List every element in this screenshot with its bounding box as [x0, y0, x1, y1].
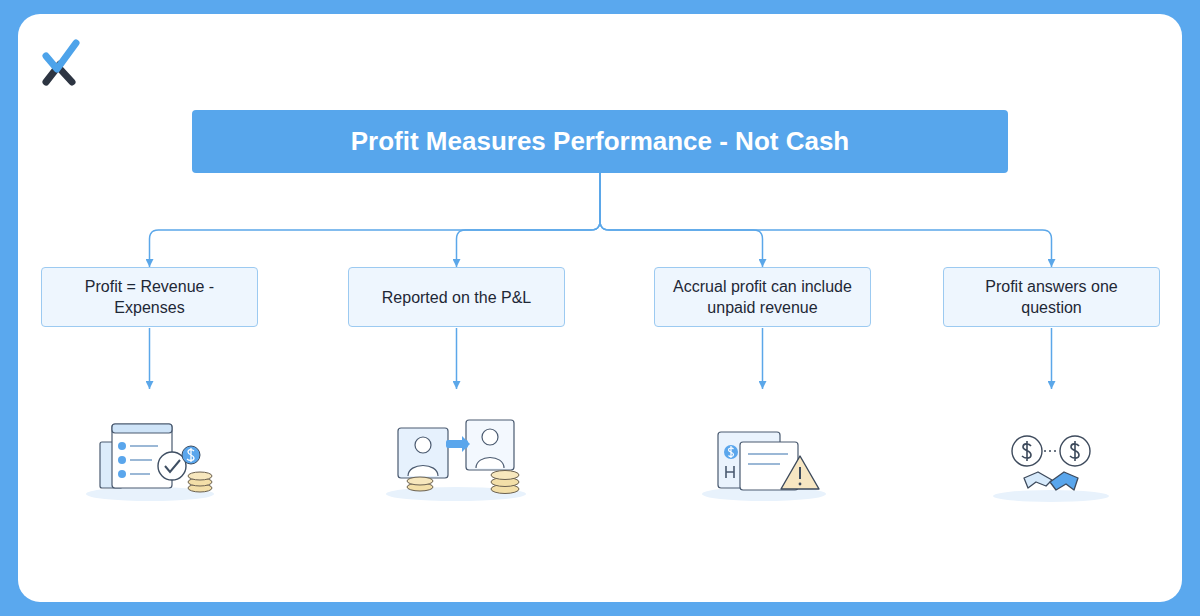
- handshake-icon: [993, 436, 1109, 502]
- dollar-glyph: [187, 448, 194, 462]
- branch-connector: [150, 173, 601, 267]
- coin: [407, 477, 433, 485]
- concept-box: Profit = Revenue - Expenses: [41, 267, 258, 327]
- coin: [182, 446, 200, 464]
- icon-shadow: [993, 490, 1109, 502]
- dollar-glyph: [1070, 441, 1079, 461]
- pointer-arrow: [149, 328, 151, 389]
- check-mark: [165, 460, 180, 472]
- pointer-arrow: [456, 328, 458, 389]
- report-icon: [86, 424, 214, 501]
- coin: [491, 471, 519, 480]
- concept-text: Accrual profit can include unpaid revenu…: [673, 276, 852, 318]
- pointer-arrow: [1051, 328, 1053, 389]
- dotted-link: [1044, 450, 1058, 452]
- transfer-arrow: [462, 436, 470, 452]
- coin: [188, 472, 212, 480]
- concept-box: Accrual profit can include unpaid revenu…: [654, 267, 871, 327]
- list-line: [130, 445, 158, 447]
- list-bullet: [118, 470, 126, 478]
- concept-box: Reported on the P&L: [348, 267, 565, 327]
- warning-icon: [702, 432, 826, 501]
- profile-card: [466, 420, 514, 470]
- dollar-coin: [1012, 436, 1042, 466]
- list-line: [130, 473, 150, 475]
- dollar-glyph: [1022, 441, 1031, 461]
- logo-stroke: [61, 70, 72, 82]
- list-bullet: [118, 456, 126, 464]
- title-text: Profit Measures Performance - Not Cash: [351, 126, 849, 157]
- branch-connector: [457, 173, 601, 267]
- warning-dot: [799, 483, 802, 486]
- concept-text: Profit = Revenue - Expenses: [60, 276, 239, 318]
- concept-text: Reported on the P&L: [382, 287, 531, 308]
- window-bar: [112, 424, 172, 433]
- person-head: [415, 437, 431, 453]
- pointer-arrows: [150, 328, 1052, 389]
- dollar-coin: [1060, 436, 1090, 466]
- warning-triangle: [781, 456, 819, 489]
- sheet-line: [748, 453, 788, 455]
- warning-mark: [799, 467, 801, 479]
- pointer-arrow: [762, 328, 764, 389]
- concept-box: Profit answers one question: [943, 267, 1160, 327]
- list-line: [130, 459, 152, 461]
- hand-left: [1024, 472, 1052, 488]
- logo-check: [46, 43, 76, 69]
- brand-logo: [46, 43, 76, 82]
- connector-layer: [150, 173, 1052, 267]
- person-head: [482, 429, 498, 445]
- coin: [724, 445, 738, 459]
- hand-right: [1050, 472, 1078, 490]
- dollar-glyph: [729, 446, 734, 458]
- profile-card: [398, 428, 448, 478]
- branch-connector: [600, 173, 1052, 267]
- person-body: [476, 458, 504, 469]
- person-body: [408, 466, 438, 477]
- sheet-mark: [726, 466, 734, 478]
- branch-connector: [600, 173, 763, 267]
- title-box: Profit Measures Performance - Not Cash: [192, 110, 1008, 173]
- sheet-line: [748, 463, 780, 465]
- concept-text: Profit answers one question: [962, 276, 1141, 318]
- list-bullet: [118, 442, 126, 450]
- statement-icon: [386, 420, 526, 501]
